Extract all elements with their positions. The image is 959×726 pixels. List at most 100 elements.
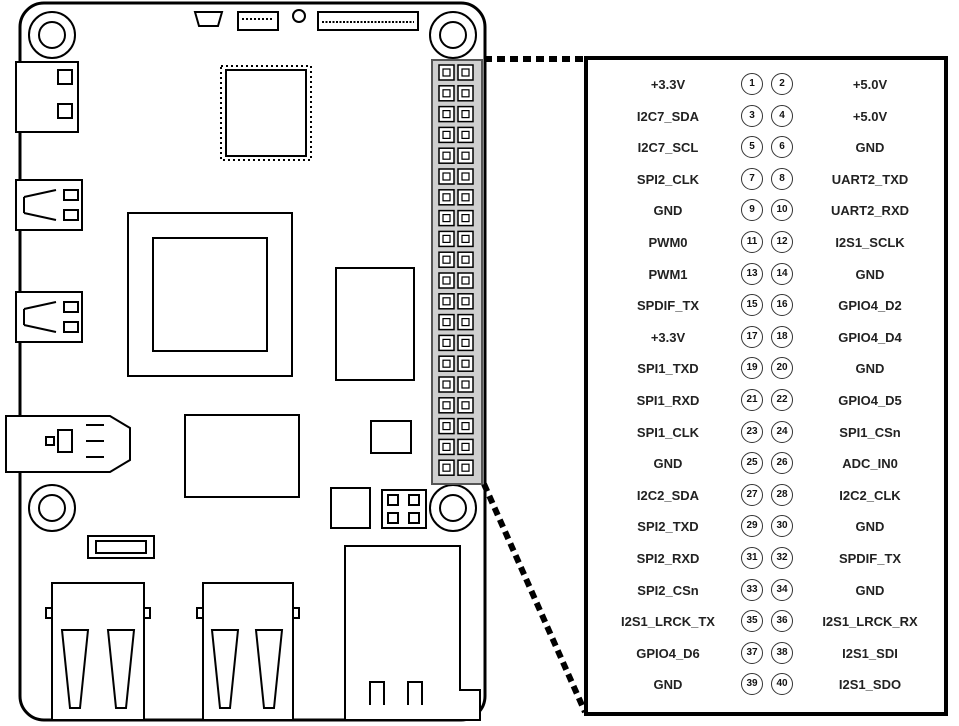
top-connector-small — [193, 11, 224, 27]
header-pin — [438, 168, 455, 185]
pin-number-odd: 17 — [741, 325, 763, 348]
pin-number-even: 6 — [771, 136, 793, 159]
header-pin-pad — [442, 442, 451, 451]
pin-right-label: GND — [855, 582, 885, 598]
pin-number-odd: 1 — [741, 73, 763, 95]
header-pin-pad — [461, 276, 470, 285]
header-pin-pad — [461, 234, 470, 243]
header-pin-pad — [461, 89, 470, 98]
pin-number-odd: 25 — [741, 452, 763, 475]
header-pin-pad — [461, 380, 470, 389]
pin-right-label: GPIO4_D4 — [838, 329, 902, 345]
header-pin-pad — [442, 255, 451, 264]
header-pin-pad — [461, 109, 470, 119]
header-pin-pad — [461, 214, 470, 223]
pin-number-even: 30 — [771, 515, 793, 538]
header-pin — [457, 251, 474, 268]
pin-left-label: I2C7_SCL — [637, 140, 699, 156]
header-pin-pad — [461, 463, 470, 472]
pin-left-label: GND — [653, 677, 683, 693]
pin-right-label: I2C2_CLK — [839, 487, 901, 503]
pin-right-label: GND — [855, 140, 885, 156]
header-pin-pad — [461, 297, 470, 306]
header-pin — [457, 147, 474, 164]
pin-right-label: SPDIF_TX — [838, 551, 902, 566]
pin-left-label: +3.3V — [650, 77, 686, 92]
pin-number-even: 14 — [771, 262, 793, 285]
pin-number-even: 34 — [771, 578, 793, 601]
pin-left-label: I2C7_SDA — [636, 108, 700, 124]
pin-right-label: +5.0V — [852, 77, 888, 92]
header-pin — [457, 272, 474, 289]
header-pin-pad — [442, 109, 451, 119]
led-indicator — [292, 9, 306, 23]
pin-number-odd: 11 — [741, 231, 763, 253]
header-pin — [457, 397, 474, 414]
usb-c-port-1 — [15, 179, 83, 231]
header-pin — [457, 438, 474, 456]
pin-number-odd: 3 — [741, 104, 763, 127]
pin-number-odd: 13 — [741, 262, 763, 285]
usb-a-port-2 — [196, 582, 300, 721]
header-pin-pad — [442, 463, 451, 472]
header-pin — [438, 417, 455, 435]
header-2x2 — [381, 489, 427, 529]
mounting-hole-bottom-left — [28, 484, 76, 532]
pin-number-even: 18 — [771, 325, 793, 348]
pin-number-even: 26 — [771, 452, 793, 475]
pin-left-label: SPI2_RXD — [636, 551, 700, 566]
pin-number-odd: 37 — [741, 641, 763, 664]
header-pin — [438, 272, 455, 289]
header-pin-pad — [461, 68, 470, 77]
pin-number-odd: 23 — [741, 420, 763, 443]
pin-number-odd: 21 — [741, 389, 763, 411]
header-pin — [438, 251, 455, 268]
header-pin-pad — [461, 318, 470, 327]
pin-number-even: 10 — [771, 199, 793, 222]
header-pin — [438, 355, 455, 372]
header-pin — [438, 376, 455, 393]
mounting-hole-top-left — [28, 11, 76, 59]
pin-number-even: 16 — [771, 294, 793, 317]
header-pin-pad — [442, 401, 451, 410]
header-pin — [438, 293, 455, 310]
header-pin — [438, 334, 455, 352]
pin-right-label: I2S1_LRCK_RX — [822, 614, 918, 630]
pin-number-odd: 27 — [741, 483, 763, 506]
header-pin — [457, 189, 474, 206]
pin-number-odd: 15 — [741, 294, 763, 317]
pin-number-odd: 29 — [741, 515, 763, 538]
pin-number-even: 22 — [771, 389, 793, 411]
header-pin-pad — [461, 442, 470, 451]
pin-right-label: GPIO4_D2 — [838, 298, 902, 314]
header-pin — [438, 397, 455, 414]
gpio-header — [431, 59, 483, 485]
pin-left-label: PWM0 — [648, 235, 688, 250]
pin-number-even: 2 — [771, 73, 793, 95]
header-pin — [457, 417, 474, 435]
header-pin — [457, 355, 474, 372]
header-pin — [438, 85, 455, 102]
header-pin-pad — [461, 255, 470, 264]
pin-right-label: UART2_RXD — [830, 203, 909, 219]
gpio-header-pins — [438, 64, 474, 476]
pin-number-even: 4 — [771, 104, 793, 127]
pin-right-label: GND — [855, 266, 885, 282]
pin-left-label: SPI2_CLK — [636, 171, 700, 187]
pin-left-label: GND — [653, 203, 683, 219]
pin-right-label: UART2_TXD — [831, 171, 909, 187]
pin-right-label: I2S1_SDI — [842, 645, 898, 661]
header-pin-pad — [442, 359, 451, 368]
power-connector — [15, 61, 79, 133]
